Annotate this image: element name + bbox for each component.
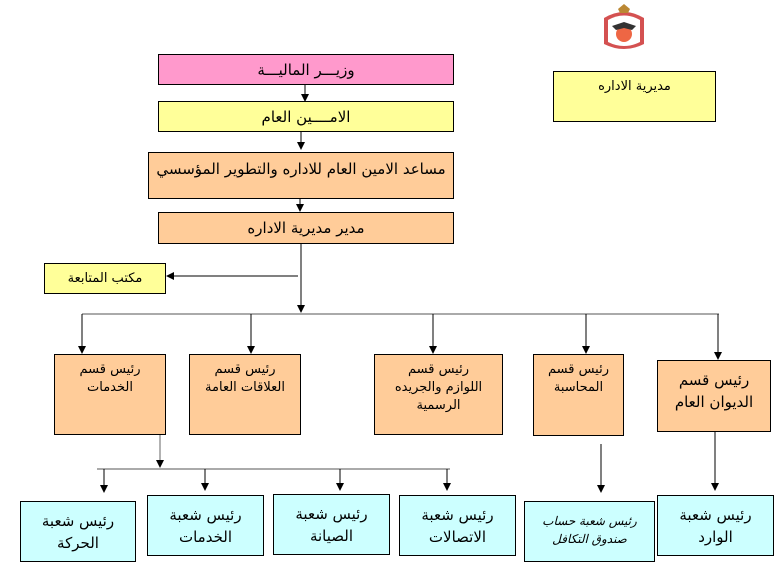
section-box: رئيس شعبة الاتصالات: [399, 495, 516, 556]
section-title: رئيس شعبة: [421, 506, 494, 524]
department-name-cont: الرسمية: [416, 398, 461, 413]
section-name: الخدمات: [178, 528, 233, 546]
department-name: الديوان العام: [674, 393, 754, 411]
section-title: رئيس شعبة حساب: [542, 514, 637, 528]
section-box: رئيس شعبة الوارد: [657, 495, 774, 556]
department-title: رئيس قسم: [214, 362, 276, 377]
department-title: رئيس قسم: [678, 371, 750, 389]
section-title: رئيس شعبة: [295, 505, 368, 523]
department-name: الخدمات: [87, 380, 133, 395]
section-title: رئيس شعبة: [679, 506, 752, 524]
assistant-secretary-box: مساعد الامين العام للاداره والتطوير المؤ…: [148, 152, 454, 199]
department-name: العلاقات العامة: [205, 380, 285, 395]
section-name: الحركة: [57, 534, 99, 552]
section-box: رئيس شعبة حساب صندوق التكافل: [524, 501, 655, 562]
section-name: الاتصالات: [428, 528, 487, 546]
section-name: الصيانة: [309, 527, 354, 545]
department-name: المحاسبة: [553, 380, 604, 395]
coat-of-arms-emblem: [604, 4, 644, 49]
minister-box: وزيـــر الماليـــة: [158, 54, 454, 85]
department-title: رئيس قسم: [548, 362, 609, 377]
department-box: رئيس قسم اللوازم والجريده الرسمية: [374, 354, 503, 435]
secretary-general-box: الامــــين العام: [158, 101, 454, 132]
department-box: رئيس قسم العلاقات العامة: [189, 354, 301, 435]
department-box: رئيس قسم الخدمات: [54, 354, 166, 435]
department-name: اللوازم والجريده: [394, 380, 483, 395]
section-name: الوارد: [698, 528, 733, 546]
department-box: رئيس قسم الديوان العام: [657, 360, 771, 432]
follow-up-office-box: مكتب المتابعة: [44, 263, 166, 294]
directorate-title-box: مديرية الاداره: [553, 71, 716, 122]
director-box: مدير مديرية الاداره: [158, 212, 454, 244]
section-name: صندوق التكافل: [552, 532, 627, 546]
section-box: رئيس شعبة الخدمات: [147, 495, 264, 556]
department-title: رئيس قسم: [79, 362, 141, 377]
department-box: رئيس قسم المحاسبة: [533, 354, 624, 436]
section-title: رئيس شعبة: [41, 512, 115, 530]
section-box: رئيس شعبة الحركة: [20, 501, 136, 562]
section-title: رئيس شعبة: [169, 506, 242, 524]
department-title: رئيس قسم: [408, 362, 469, 377]
section-box: رئيس شعبة الصيانة: [273, 494, 390, 555]
